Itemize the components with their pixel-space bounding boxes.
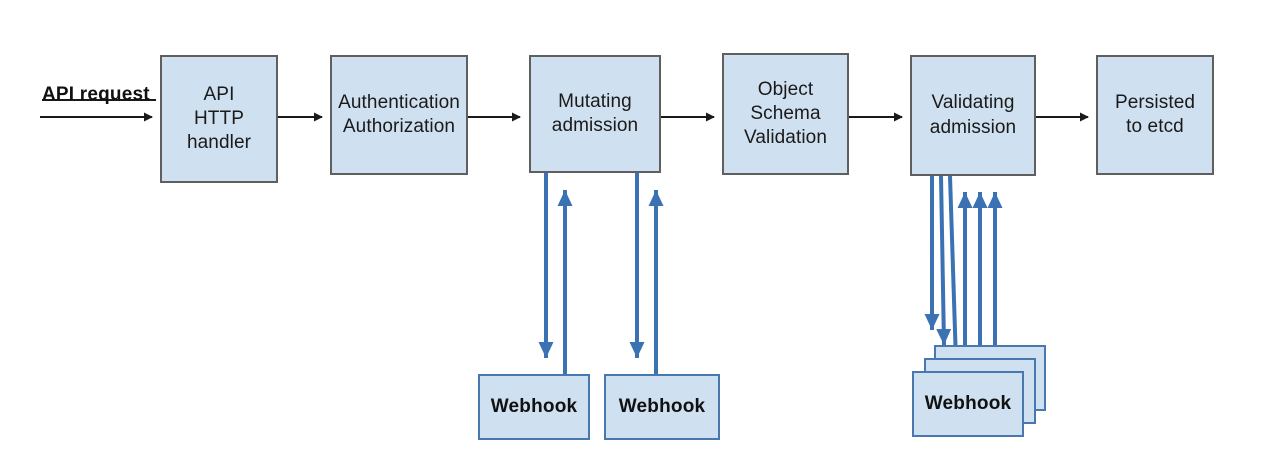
node-api-http-handler[interactable]: API HTTP handler [160, 55, 278, 183]
arrow-validating-call-2-down [936, 175, 952, 346]
webhook-mutating-2[interactable]: Webhook [604, 374, 720, 440]
node-authentication-authorization[interactable]: Authentication Authorization [330, 55, 468, 175]
node-mutating-admission[interactable]: Mutating admission [529, 55, 661, 173]
webhook-validating-front[interactable]: Webhook [912, 371, 1024, 437]
arrow-validating-call-3-down [947, 175, 963, 363]
api-request-label: API request [42, 84, 150, 105]
webhook-mutating-1[interactable]: Webhook [478, 374, 590, 440]
node-object-schema-validation[interactable]: Object Schema Validation [722, 53, 849, 175]
node-validating-admission[interactable]: Validating admission [910, 55, 1036, 176]
node-persisted-to-etcd[interactable]: Persisted to etcd [1096, 55, 1214, 175]
